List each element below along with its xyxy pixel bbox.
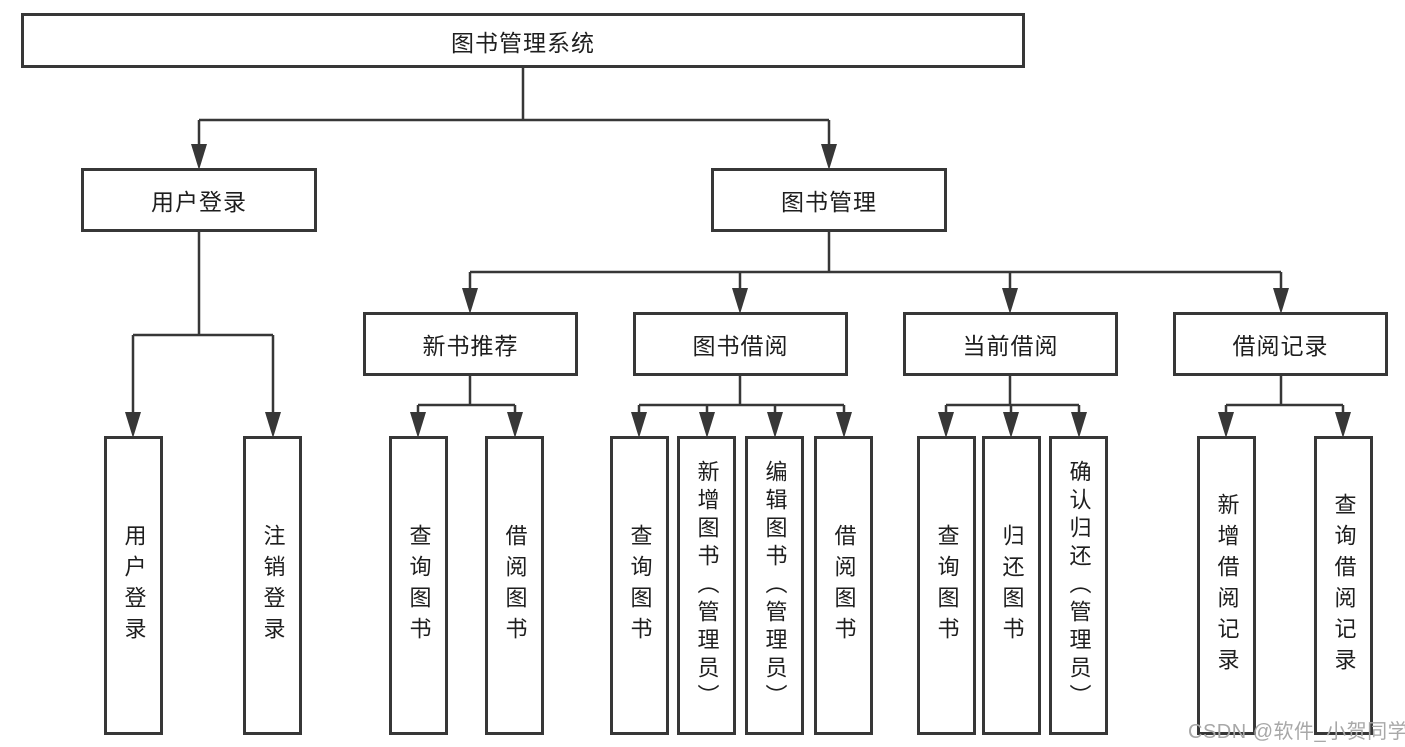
- leaf-record-add: 新增借阅记录: [1197, 436, 1256, 735]
- arrowhead: [1071, 412, 1087, 438]
- arrowhead: [938, 412, 954, 438]
- arrowhead: [1335, 412, 1351, 438]
- leaf-borrow-edit-admin: 编辑图书（管理员）: [745, 436, 804, 735]
- leaf-borrow-query: 查询图书: [610, 436, 669, 735]
- leaf-borrow-borrow: 借阅图书: [814, 436, 873, 735]
- arrowhead: [191, 144, 207, 170]
- leaf-user-login: 用户登录: [104, 436, 163, 735]
- connector-current-to-leaves: [938, 376, 1087, 438]
- node-book-management: 图书管理: [711, 168, 947, 232]
- arrowhead: [631, 412, 647, 438]
- leaf-record-query: 查询借阅记录: [1314, 436, 1373, 735]
- leaf-current-confirm-admin: 确认归还（管理员）: [1049, 436, 1108, 735]
- arrowhead: [410, 412, 426, 438]
- connector-bookmgmt-to-level3: [462, 232, 1289, 314]
- arrowhead: [265, 412, 281, 438]
- connector-root-to-level2: [191, 68, 837, 170]
- connector-borrow-to-leaves: [631, 376, 852, 438]
- connector-userlogin-to-leaves: [125, 232, 281, 438]
- arrowhead: [767, 412, 783, 438]
- node-user-login: 用户登录: [81, 168, 317, 232]
- node-new-book-recommend: 新书推荐: [363, 312, 578, 376]
- arrowhead: [462, 288, 478, 314]
- leaf-current-query: 查询图书: [917, 436, 976, 735]
- arrowhead: [1273, 288, 1289, 314]
- connector-newbook-to-leaves: [410, 376, 523, 438]
- leaf-newbook-query: 查询图书: [389, 436, 448, 735]
- leaf-current-return: 归还图书: [982, 436, 1041, 735]
- node-book-borrow: 图书借阅: [633, 312, 848, 376]
- leaf-logout: 注销登录: [243, 436, 302, 735]
- node-root: 图书管理系统: [21, 13, 1025, 68]
- watermark: CSDN @软件_小贺同学: [1188, 721, 1405, 743]
- node-borrow-record: 借阅记录: [1173, 312, 1388, 376]
- arrowhead: [507, 412, 523, 438]
- node-current-borrow: 当前借阅: [903, 312, 1118, 376]
- arrowhead: [836, 412, 852, 438]
- leaf-newbook-borrow: 借阅图书: [485, 436, 544, 735]
- arrowhead: [732, 288, 748, 314]
- arrowhead: [1003, 412, 1019, 438]
- arrowhead: [125, 412, 141, 438]
- arrowhead: [821, 144, 837, 170]
- arrowhead: [1002, 288, 1018, 314]
- arrowhead: [699, 412, 715, 438]
- connector-record-to-leaves: [1218, 376, 1351, 438]
- leaf-borrow-add-admin: 新增图书（管理员）: [677, 436, 736, 735]
- arrowhead: [1218, 412, 1234, 438]
